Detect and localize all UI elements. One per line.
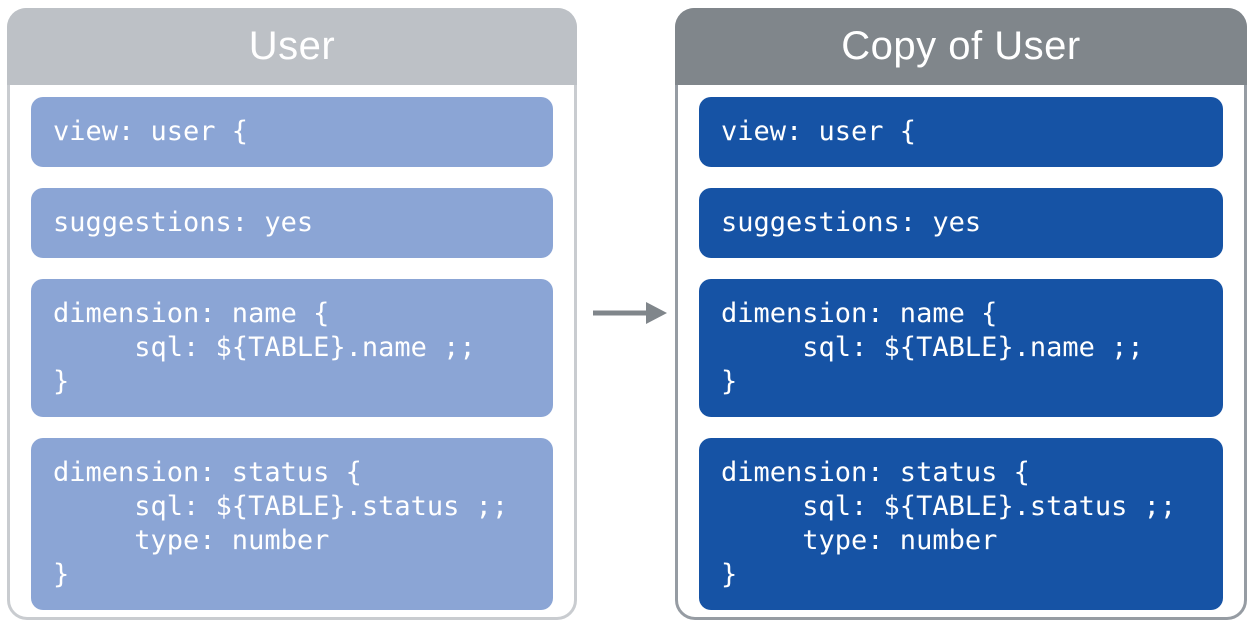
source-panel-title: User — [248, 24, 336, 68]
copy-panel-body: view: user { suggestions: yes dimension:… — [678, 85, 1244, 610]
copy-panel-header: Copy of User — [675, 8, 1247, 85]
source-view-panel: User view: user { suggestions: yes dimen… — [7, 8, 577, 620]
code-block-dimension-name: dimension: name { sql: ${TABLE}.name ;; … — [31, 279, 553, 417]
code-block-view-declaration: view: user { — [699, 97, 1223, 167]
code-block-view-declaration: view: user { — [31, 97, 553, 167]
copy-panel-title: Copy of User — [841, 24, 1081, 68]
copy-view-panel: Copy of User view: user { suggestions: y… — [675, 8, 1247, 620]
source-panel-header: User — [7, 8, 577, 85]
code-block-dimension-status: dimension: status { sql: ${TABLE}.status… — [31, 438, 553, 610]
code-block-suggestions: suggestions: yes — [31, 188, 553, 258]
source-panel-body: view: user { suggestions: yes dimension:… — [10, 85, 574, 610]
code-block-suggestions: suggestions: yes — [699, 188, 1223, 258]
code-block-dimension-status: dimension: status { sql: ${TABLE}.status… — [699, 438, 1223, 610]
code-block-dimension-name: dimension: name { sql: ${TABLE}.name ;; … — [699, 279, 1223, 417]
copy-arrow-icon — [593, 302, 667, 324]
